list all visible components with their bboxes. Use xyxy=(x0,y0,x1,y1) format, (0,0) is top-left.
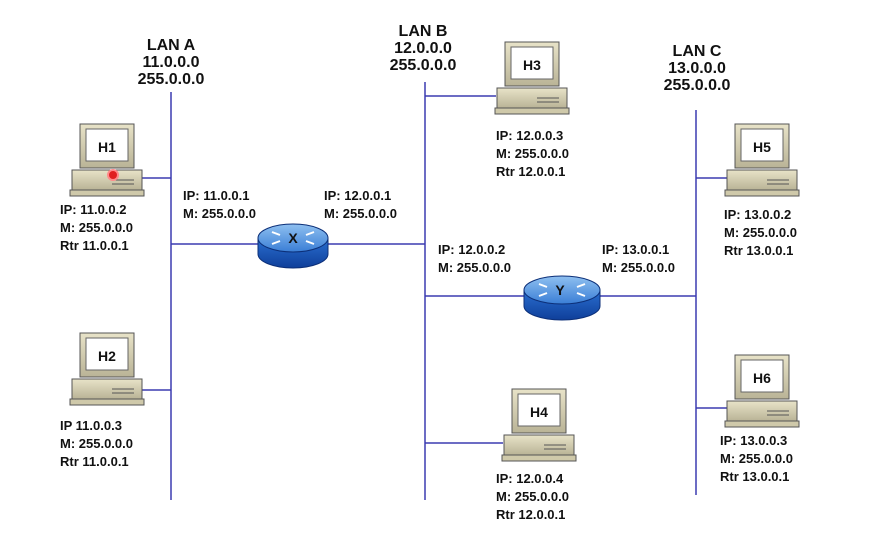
router-x-left-mask: M: 255.0.0.0 xyxy=(183,206,256,221)
lan-c-label: LAN C 13.0.0.0 255.0.0.0 xyxy=(664,43,731,94)
host-h6-mask: M: 255.0.0.0 xyxy=(720,451,793,466)
lan-a-mask: 255.0.0.0 xyxy=(138,71,205,88)
lan-b-label: LAN B 12.0.0.0 255.0.0.0 xyxy=(390,23,457,74)
host-h2-rtr: Rtr 11.0.0.1 xyxy=(60,454,129,469)
host-h3-name: H3 xyxy=(523,57,541,73)
host-h4-name: H4 xyxy=(530,404,548,420)
host-h5-ip: IP: 13.0.0.2 xyxy=(724,207,791,222)
lan-c-mask: 255.0.0.0 xyxy=(664,77,731,94)
router-y-right-mask: M: 255.0.0.0 xyxy=(602,260,675,275)
router-icon xyxy=(257,223,329,269)
lan-b-name: LAN B xyxy=(399,23,448,40)
host-h3-rtr: Rtr 12.0.0.1 xyxy=(496,164,565,179)
host-h3[interactable]: H3 IP: 12.0.0.3 M: 255.0.0.0 Rtr 12.0.0.… xyxy=(494,41,570,179)
router-x[interactable]: X IP: 11.0.0.1 M: 255.0.0.0 IP: 12.0.0.1… xyxy=(183,188,397,269)
router-y-name: Y xyxy=(555,282,565,298)
lan-a-label: LAN A 11.0.0.0 255.0.0.0 xyxy=(138,37,205,88)
host-h3-ip: IP: 12.0.0.3 xyxy=(496,128,563,143)
host-h2-name: H2 xyxy=(98,348,116,364)
lan-lines xyxy=(140,82,727,500)
host-h6-ip: IP: 13.0.0.3 xyxy=(720,433,787,448)
host-h1-name: H1 xyxy=(98,139,116,155)
host-h1-rtr: Rtr 11.0.0.1 xyxy=(60,238,129,253)
host-h4[interactable]: H4 IP: 12.0.0.4 M: 255.0.0.0 Rtr 12.0.0.… xyxy=(496,388,577,522)
router-x-left-ip: IP: 11.0.0.1 xyxy=(183,188,250,203)
host-h4-ip: IP: 12.0.0.4 xyxy=(496,471,564,486)
lan-c-net: 13.0.0.0 xyxy=(668,60,726,77)
host-h5-mask: M: 255.0.0.0 xyxy=(724,225,797,240)
lan-a-name: LAN A xyxy=(147,37,196,54)
router-y-right-ip: IP: 13.0.0.1 xyxy=(602,242,669,257)
computer-icon xyxy=(724,354,800,428)
router-y[interactable]: Y IP: 12.0.0.2 M: 255.0.0.0 IP: 13.0.0.1… xyxy=(438,242,675,321)
host-h6-name: H6 xyxy=(753,370,771,386)
host-h6[interactable]: H6 IP: 13.0.0.3 M: 255.0.0.0 Rtr 13.0.0.… xyxy=(720,354,800,484)
host-h4-mask: M: 255.0.0.0 xyxy=(496,489,569,504)
cursor-dot-icon xyxy=(107,169,119,181)
computer-icon xyxy=(724,123,800,197)
router-x-right-ip: IP: 12.0.0.1 xyxy=(324,188,391,203)
host-h1-ip: IP: 11.0.0.2 xyxy=(60,202,127,217)
computer-icon xyxy=(501,388,577,462)
computer-icon xyxy=(69,123,145,197)
lan-c-name: LAN C xyxy=(673,43,722,60)
host-h1[interactable]: H1 IP: 11.0.0.2 M: 255.0.0.0 Rtr 11.0.0.… xyxy=(60,123,145,253)
host-h4-rtr: Rtr 12.0.0.1 xyxy=(496,507,565,522)
host-h2[interactable]: H2 IP 11.0.0.3 M: 255.0.0.0 Rtr 11.0.0.1 xyxy=(60,332,145,469)
host-h1-mask: M: 255.0.0.0 xyxy=(60,220,133,235)
computer-icon xyxy=(494,41,570,115)
host-h3-mask: M: 255.0.0.0 xyxy=(496,146,569,161)
router-x-right-mask: M: 255.0.0.0 xyxy=(324,206,397,221)
router-icon xyxy=(523,275,601,321)
host-h2-mask: M: 255.0.0.0 xyxy=(60,436,133,451)
lan-b-mask: 255.0.0.0 xyxy=(390,57,457,74)
lan-b-net: 12.0.0.0 xyxy=(394,40,452,57)
router-y-left-mask: M: 255.0.0.0 xyxy=(438,260,511,275)
host-h6-rtr: Rtr 13.0.0.1 xyxy=(720,469,789,484)
router-x-name: X xyxy=(288,230,298,246)
lan-a-net: 11.0.0.0 xyxy=(143,54,200,71)
host-h5[interactable]: H5 IP: 13.0.0.2 M: 255.0.0.0 Rtr 13.0.0.… xyxy=(724,123,800,258)
host-h2-ip: IP 11.0.0.3 xyxy=(60,418,122,433)
computer-icon xyxy=(69,332,145,406)
host-h5-name: H5 xyxy=(753,139,771,155)
router-y-left-ip: IP: 12.0.0.2 xyxy=(438,242,505,257)
host-h5-rtr: Rtr 13.0.0.1 xyxy=(724,243,793,258)
